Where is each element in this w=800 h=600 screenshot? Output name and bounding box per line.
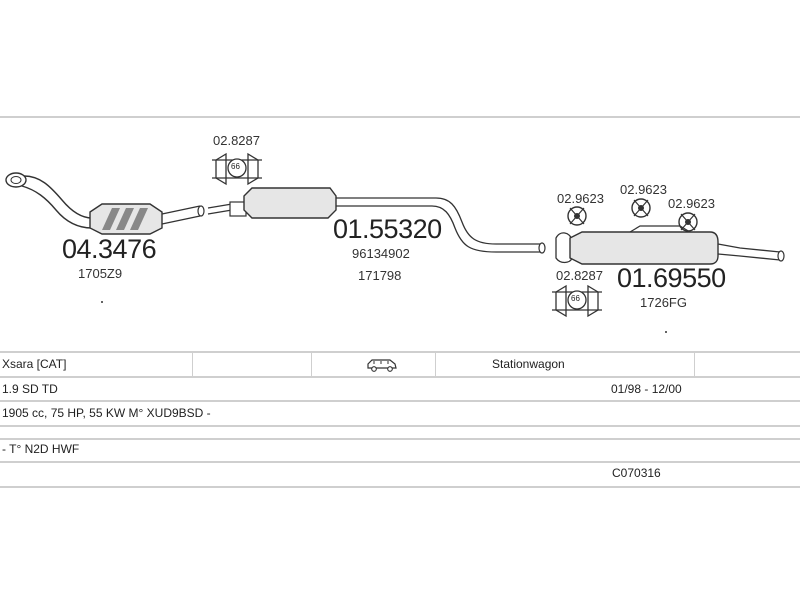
model-cell: Xsara [CAT] — [2, 357, 67, 371]
vehicle-icon — [366, 357, 398, 373]
rear-silencer-ref: 1726FG — [640, 295, 687, 310]
catalyst-ref: 1705Z9 — [78, 266, 123, 281]
exhaust-diagram — [5, 152, 785, 333]
middle-silencer-ref1: 96134902 — [352, 246, 410, 261]
spec-cell: 1905 cc, 75 HP, 55 KW M° XUD9BSD - — [2, 406, 211, 420]
clamp-rear-badge: 66 — [571, 294, 580, 303]
table-row-divider — [0, 461, 800, 463]
table-top-border — [0, 351, 800, 353]
rear-hanger-3-code: 02.9623 — [668, 196, 715, 211]
table-col-divider — [694, 353, 695, 377]
clamp-rear-code: 02.8287 — [556, 268, 603, 283]
top-border — [0, 116, 800, 118]
rear-hanger-1-code: 02.9623 — [557, 191, 604, 206]
body-type-cell: Stationwagon — [492, 357, 565, 371]
rear-hanger-2-part[interactable] — [631, 198, 651, 218]
table-row-divider — [0, 438, 800, 440]
catalyst-part[interactable] — [5, 172, 205, 235]
middle-silencer-code: 01.55320 — [333, 214, 442, 244]
table-col-divider — [435, 353, 436, 377]
rear-silencer-code: 01.69550 — [617, 263, 726, 293]
catalog-code-cell: C070316 — [612, 466, 661, 480]
rear-hanger-2-code: 02.9623 — [620, 182, 667, 197]
table-row-divider — [0, 425, 800, 427]
clamp-front-part[interactable] — [212, 152, 262, 186]
table-bottom-border — [0, 486, 800, 488]
rear-silencer-part[interactable] — [555, 225, 785, 265]
rear-hanger-3-part[interactable] — [678, 212, 698, 232]
rear-hanger-1-part[interactable] — [567, 206, 587, 226]
table-row-divider — [0, 400, 800, 402]
years-cell: 01/98 - 12/00 — [611, 382, 682, 396]
engine-cell: 1.9 SD TD — [2, 382, 58, 396]
table-col-divider — [192, 353, 193, 377]
table-row-divider — [0, 376, 800, 378]
catalyst-code: 04.3476 — [62, 234, 157, 264]
middle-silencer-ref2: 171798 — [358, 268, 402, 283]
type-cell: - T° N2D HWF — [2, 442, 80, 456]
clamp-front-badge: 66 — [231, 162, 240, 171]
clamp-rear-part[interactable] — [552, 284, 602, 318]
middle-silencer-part[interactable] — [207, 187, 546, 254]
clamp-front-code: 02.8287 — [213, 133, 260, 148]
table-col-divider — [311, 353, 312, 377]
